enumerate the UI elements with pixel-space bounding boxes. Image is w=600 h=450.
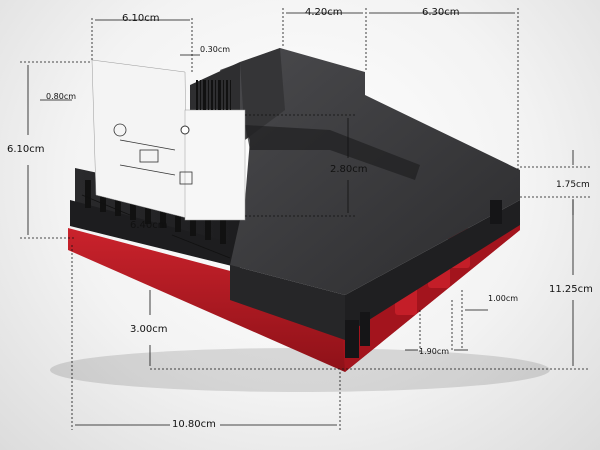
drop-shadow	[50, 348, 550, 392]
dim-tab-width: 4.20cm	[305, 7, 343, 18]
dim-right-top-width: 6.30cm	[422, 7, 460, 18]
dim-connector-gap: 1.00cm	[488, 294, 519, 303]
dim-label-thickness: 0.30cm	[200, 45, 231, 54]
dim-right-step: 1.75cm	[556, 180, 590, 190]
dim-base-height: 3.00cm	[130, 324, 168, 335]
dim-top-width: 6.10cm	[122, 13, 160, 24]
dimension-lines	[20, 8, 590, 430]
dim-total-length: 10.80cm	[172, 419, 216, 430]
dim-total-height: 11.25cm	[549, 284, 593, 295]
barcode-image	[196, 80, 231, 110]
dim-left-edge: 0.80cm	[46, 92, 77, 101]
dim-label-height: 2.80cm	[330, 164, 368, 175]
dim-terminal-length: 6.40cm	[130, 220, 168, 231]
terminal-screws	[85, 180, 226, 244]
dim-connector-spacing: 1.90cm	[419, 347, 450, 356]
mounting-clips	[345, 200, 502, 358]
dim-left-height: 6.10cm	[7, 144, 45, 155]
product-label	[91, 59, 246, 221]
